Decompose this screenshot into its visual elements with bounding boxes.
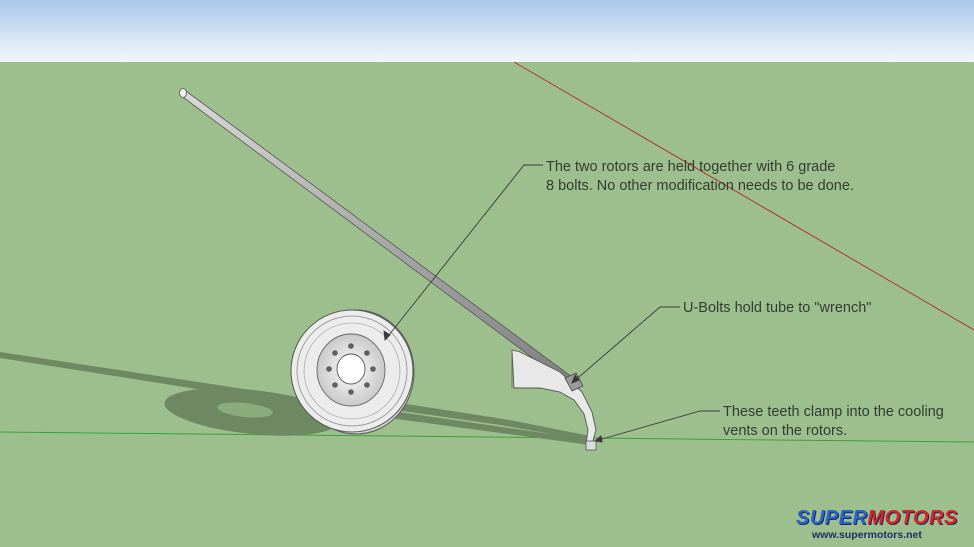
annotation-ubolts-line1: U-Bolts hold tube to "wrench": [683, 300, 872, 316]
annotation-rotors-line1: The two rotors are held together with 6 …: [546, 159, 836, 175]
watermark-logo: SUPERMOTORS www.supermotors.net: [792, 505, 972, 547]
annotation-teeth-line2: vents on the rotors.: [723, 423, 848, 439]
ground: [0, 62, 974, 547]
watermark-brand-super: SUPER: [796, 507, 868, 529]
watermark-url: www.supermotors.net: [812, 529, 922, 541]
wrench-teeth: [585, 440, 597, 451]
watermark-brand-motors: MOTORS: [867, 507, 958, 529]
annotation-teeth-line1: These teeth clamp into the cooling: [723, 404, 944, 420]
wheel-shadow-hole: [217, 402, 273, 418]
leader-rotors: [384, 164, 543, 341]
red-axis-line: [513, 61, 974, 331]
watermark-brand: SUPERMOTORS: [796, 507, 958, 530]
green-axis-line: [0, 431, 974, 443]
annotation-rotors: The two rotors are held together with 6 …: [546, 158, 854, 196]
wrench-shadow: [395, 403, 590, 440]
leader-lines: [383, 164, 720, 443]
leader-teeth: [594, 410, 720, 442]
lug-bolt-holes: [326, 343, 376, 395]
sky: [0, 0, 974, 62]
leader-ubolts: [571, 306, 680, 384]
annotation-rotors-line2: 8 bolts. No other modification needs to …: [546, 178, 854, 194]
rotor-assembly: [290, 309, 415, 435]
annotation-teeth: These teeth clamp into the cooling vents…: [723, 403, 944, 441]
annotation-ubolts: U-Bolts hold tube to "wrench": [683, 299, 871, 318]
